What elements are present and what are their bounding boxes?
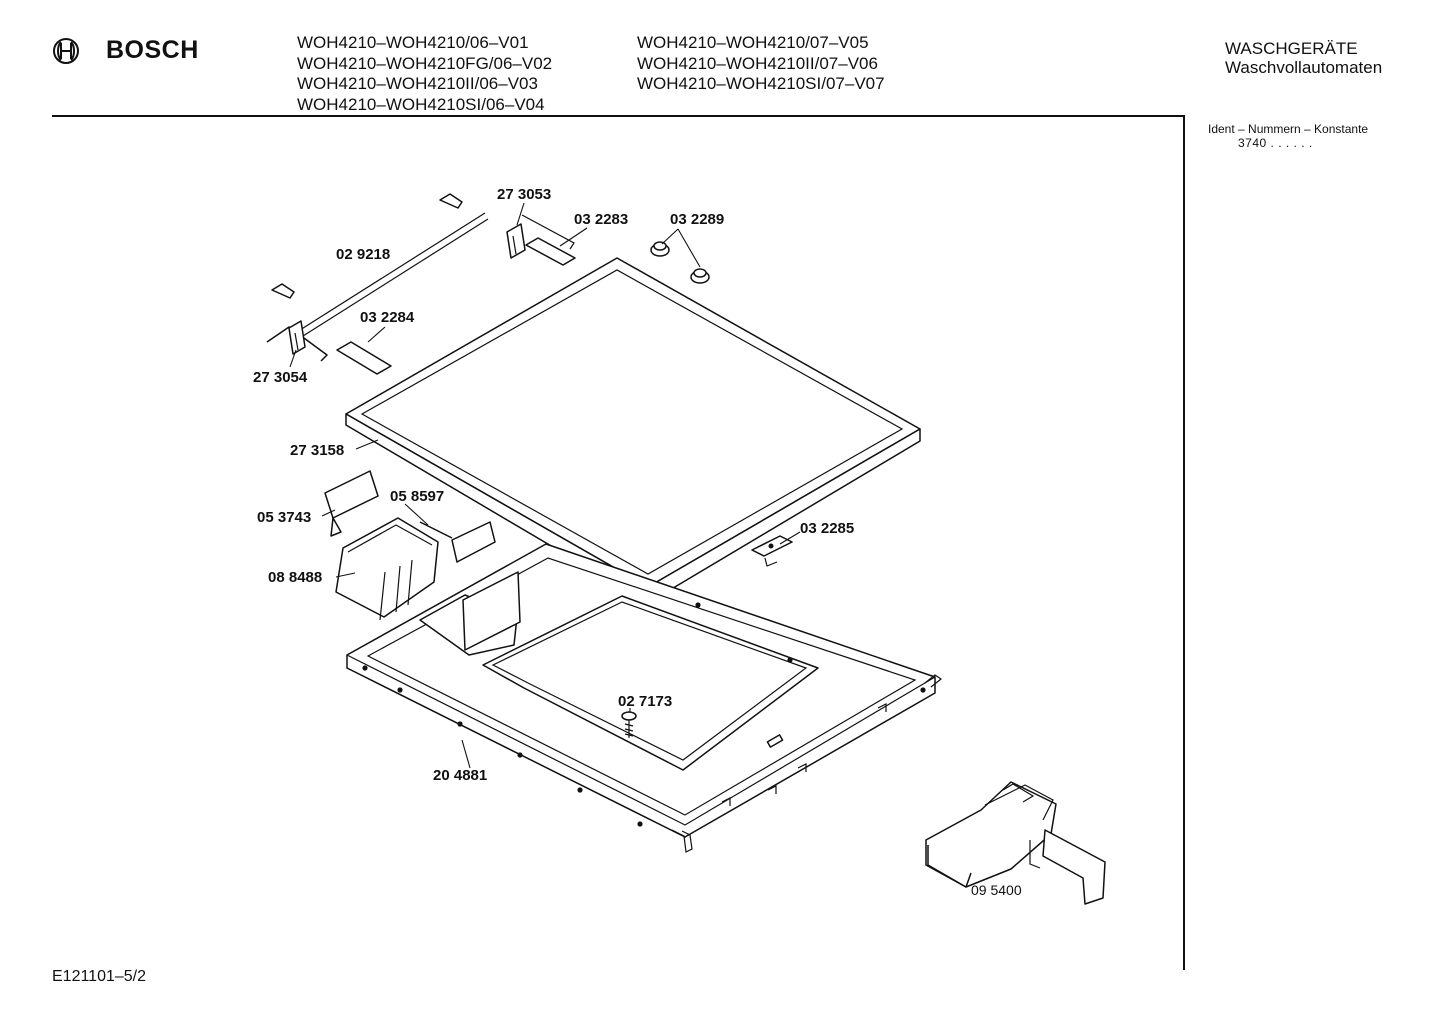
hinge-right	[506, 214, 575, 259]
footer-code: E121101–5/2	[52, 968, 147, 985]
part-label-273054: 27 3054	[253, 369, 308, 386]
model-item: WOH4210–WOH4210/07–V05	[637, 33, 869, 52]
bosch-logo-icon	[53, 37, 79, 64]
part-label-032285: 03 2285	[800, 520, 854, 537]
flap-rod	[419, 521, 496, 563]
lid-catch	[751, 535, 793, 567]
model-item: WOH4210–WOH4210II/06–V03	[297, 74, 538, 93]
ident-value: 3740 . . . . . .	[1238, 136, 1313, 150]
hinge-plate-right	[525, 237, 576, 266]
brand-name: BOSCH	[106, 36, 199, 64]
part-label-032289: 03 2289	[670, 211, 724, 228]
category-line-2: Waschvollautomaten	[1225, 58, 1383, 77]
part-label-204881: 20 4881	[433, 767, 487, 784]
door-lock	[925, 781, 1106, 905]
hinge-plate-left	[336, 341, 392, 375]
brand-header: BOSCH	[52, 36, 199, 65]
hinge-left	[266, 320, 328, 362]
hinge-rod	[271, 193, 489, 337]
category-title: WASCHGERÄTE Waschvollautomaten	[1225, 39, 1382, 77]
exploded-diagram: 27 3053 03 2283 03 2289 02 9218 03 2284 …	[253, 186, 1106, 905]
header-divider	[52, 115, 1184, 117]
model-item: WOH4210–WOH4210II/07–V06	[637, 53, 878, 73]
model-item: WOH4210–WOH4210/06–V01	[297, 33, 529, 52]
model-item: WOH4210–WOH4210FG/06–V02	[297, 53, 553, 73]
part-label-273053: 27 3053	[497, 186, 551, 203]
ident-panel: Ident – Nummern – Konstante 3740 . . . .…	[1208, 122, 1368, 150]
part-label-273158: 27 3158	[290, 442, 344, 459]
top-frame	[346, 543, 943, 853]
dispenser-flap	[324, 470, 379, 537]
model-list-left: WOH4210–WOH4210/06–V01 WOH4210–WOH4210FG…	[297, 33, 552, 115]
leader-lines	[289, 202, 801, 769]
part-label-058597: 05 8597	[390, 488, 444, 505]
part-label-029218: 02 9218	[336, 246, 390, 263]
model-item: WOH4210–WOH4210SI/06–V04	[297, 94, 545, 114]
part-label-032283: 03 2283	[574, 211, 628, 228]
model-list-right: WOH4210–WOH4210/07–V05 WOH4210–WOH4210II…	[637, 33, 885, 95]
detergent-drawer	[335, 517, 439, 621]
rubber-feet	[650, 241, 710, 284]
screw	[621, 711, 637, 738]
ident-label: Ident – Nummern – Konstante	[1208, 122, 1369, 136]
part-label-095400: 09 5400	[971, 882, 1022, 898]
part-label-032284: 03 2284	[360, 309, 415, 326]
category-line-1: WASCHGERÄTE	[1225, 39, 1358, 58]
part-label-088488: 08 8488	[268, 569, 322, 586]
part-label-027173: 02 7173	[618, 693, 672, 710]
part-label-053743: 05 3743	[257, 509, 311, 526]
sidebar-divider	[1183, 115, 1185, 970]
model-item: WOH4210–WOH4210SI/07–V07	[637, 74, 885, 93]
